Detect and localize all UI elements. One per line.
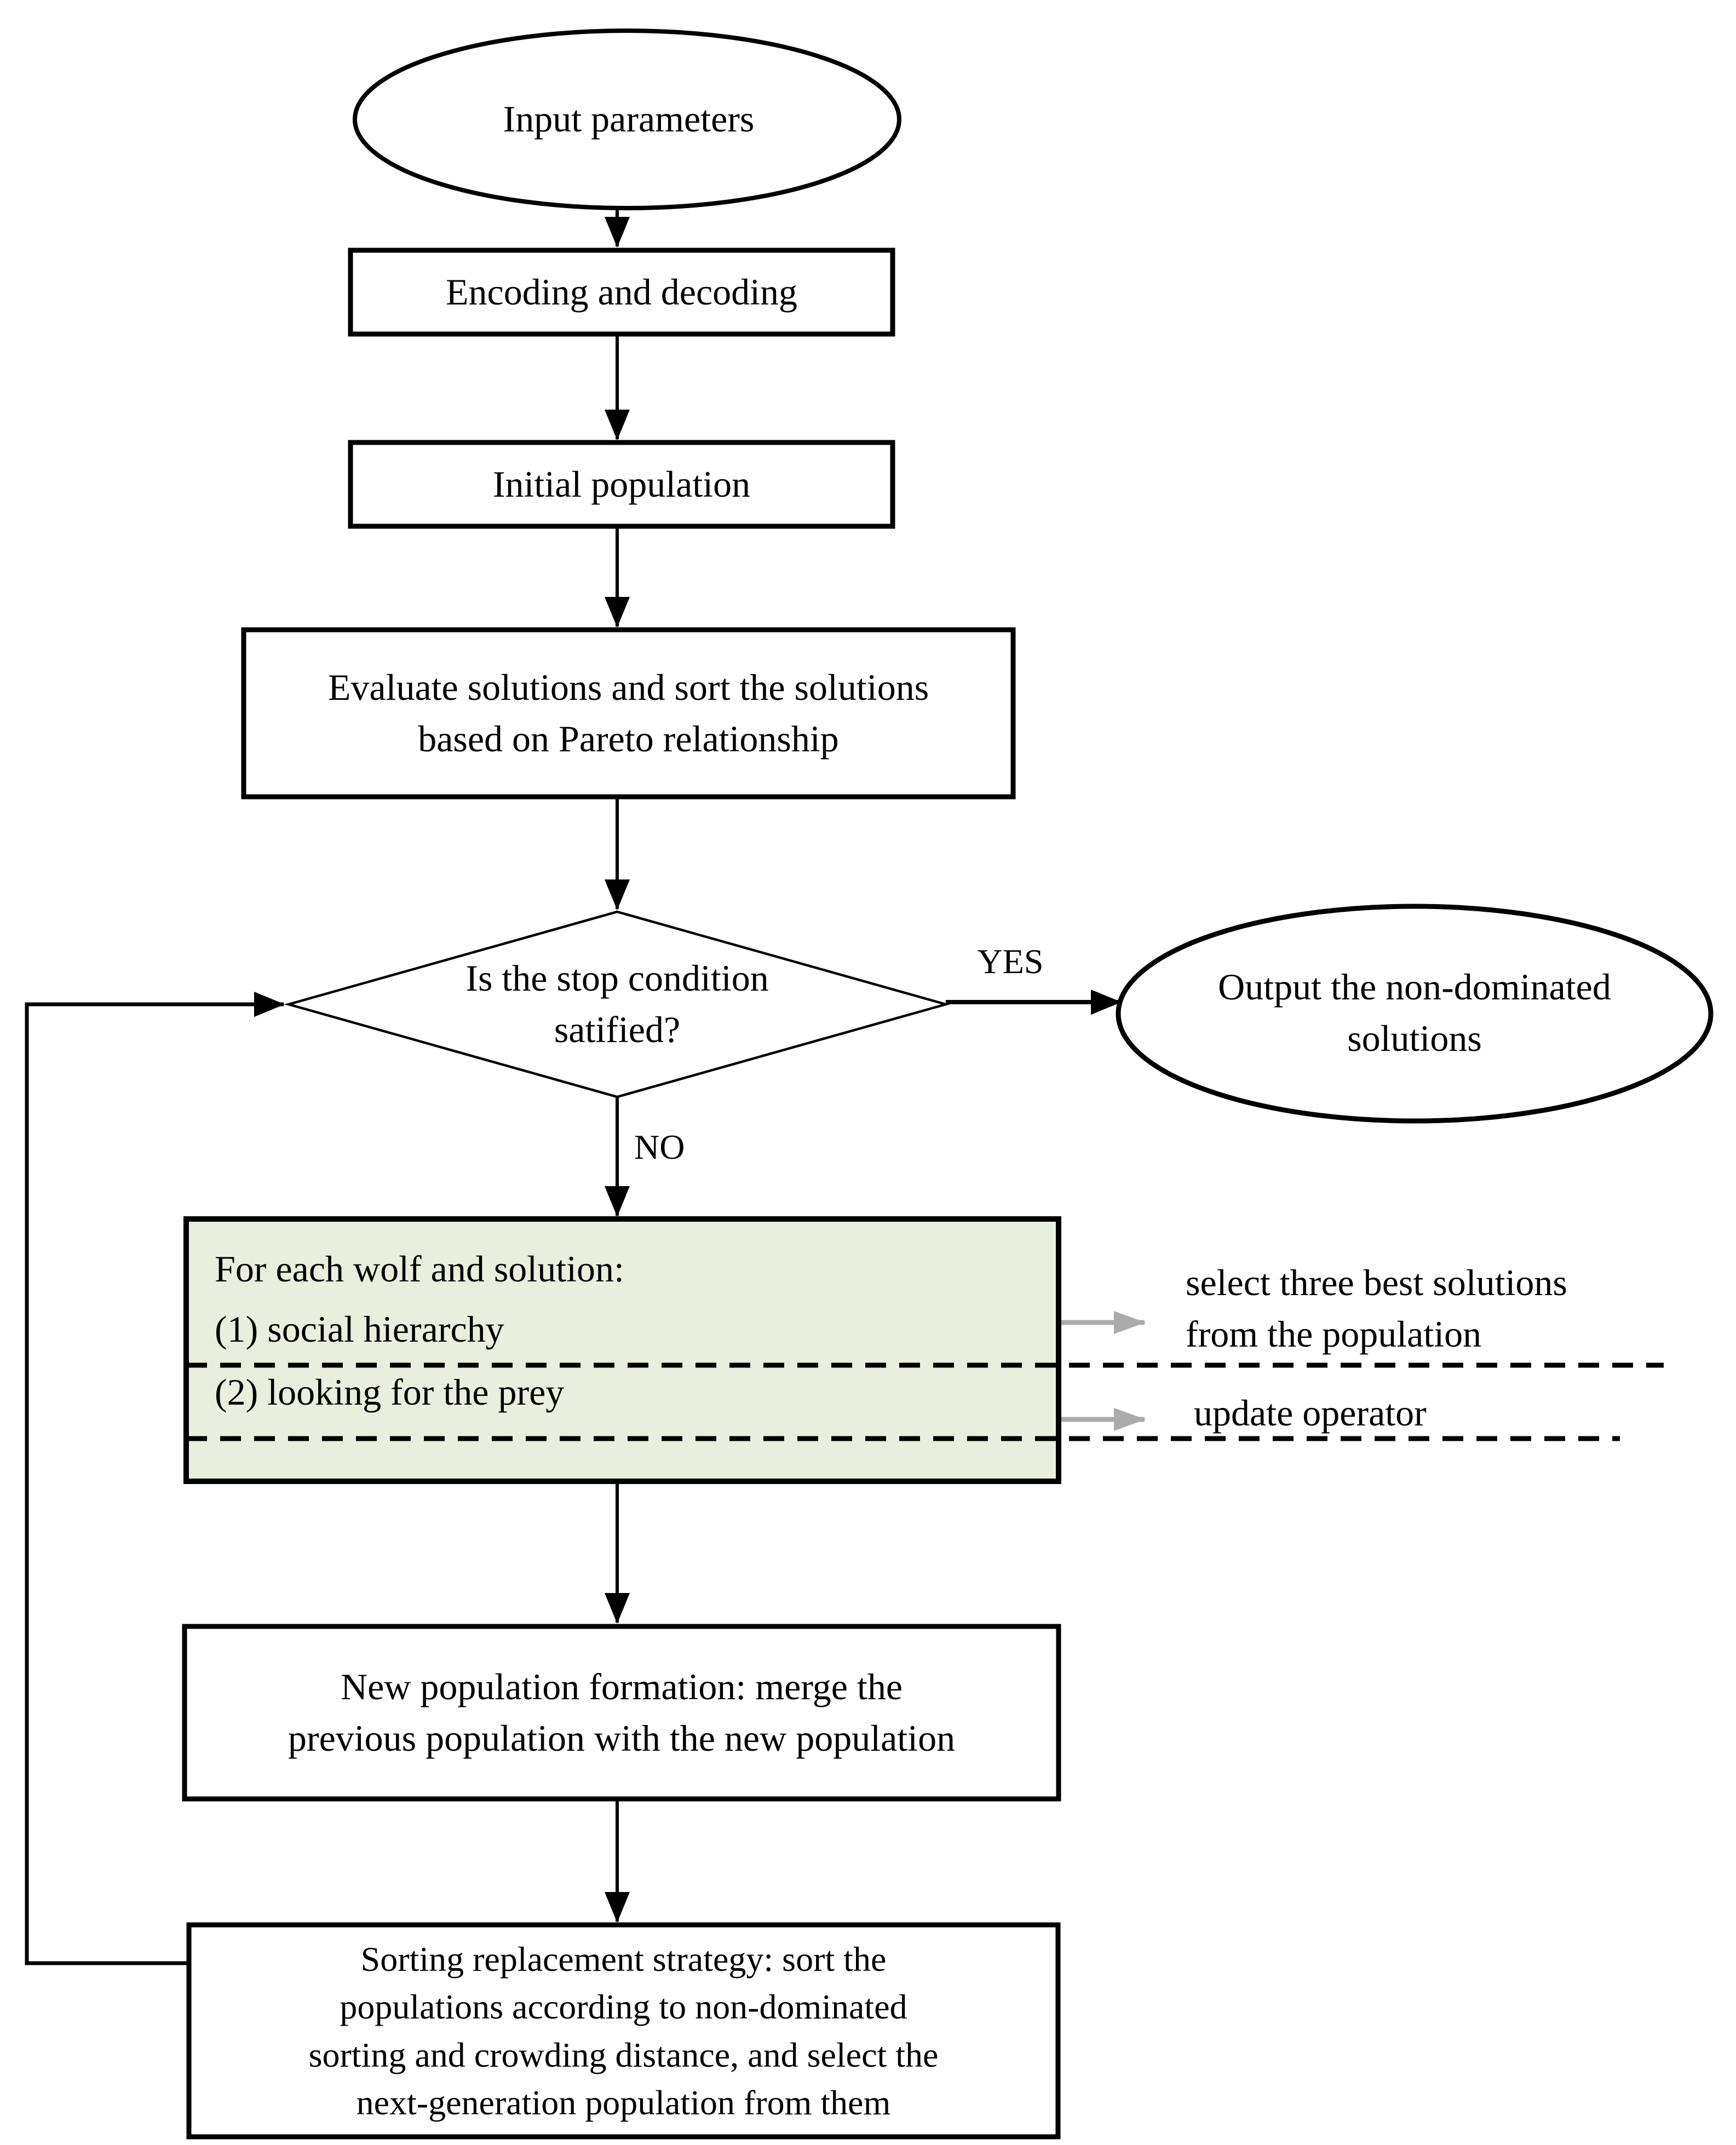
node-sorting-replacement-label: Sorting replacement strategy: sort the p… bbox=[308, 1940, 939, 2122]
annotation-update-operator-label: update operator bbox=[1194, 1392, 1427, 1434]
wolf-box-step2-label: (2) looking for the prey bbox=[215, 1371, 565, 1413]
wolf-box-intro-label: For each wolf and solution: bbox=[215, 1248, 624, 1290]
node-stop-condition-label: Is the stop condition satified? bbox=[465, 957, 769, 1050]
feedback-loop-line bbox=[25, 992, 285, 1965]
node-initial-population-label: Initial population bbox=[492, 463, 751, 505]
node-new-population-label: New population formation: merge the prev… bbox=[288, 1665, 956, 1759]
node-input-parameters-label: Input parameters bbox=[503, 98, 755, 140]
node-output-solutions-label: Output the non-dominated solutions bbox=[1218, 966, 1611, 1059]
new-population-box bbox=[182, 1624, 1061, 1802]
input-ellipse bbox=[353, 28, 901, 210]
edge-label-no: NO bbox=[634, 1127, 685, 1166]
encoding-box bbox=[348, 248, 895, 337]
annotation-select-best-label: select three best solutions from the pop… bbox=[1186, 1262, 1567, 1355]
initial-population-box bbox=[348, 440, 895, 529]
evaluate-box bbox=[241, 627, 1016, 800]
edge-label-yes: YES bbox=[977, 941, 1044, 981]
wolf-box-step1-label: (1) social hierarchy bbox=[215, 1308, 504, 1350]
decision-diamond bbox=[284, 910, 951, 1099]
node-evaluate-solutions-label: Evaluate solutions and sort the solution… bbox=[327, 666, 929, 760]
node-encoding-decoding-label: Encoding and decoding bbox=[445, 271, 798, 313]
output-ellipse bbox=[1116, 904, 1714, 1124]
sorting-replacement-box bbox=[186, 1922, 1061, 2140]
